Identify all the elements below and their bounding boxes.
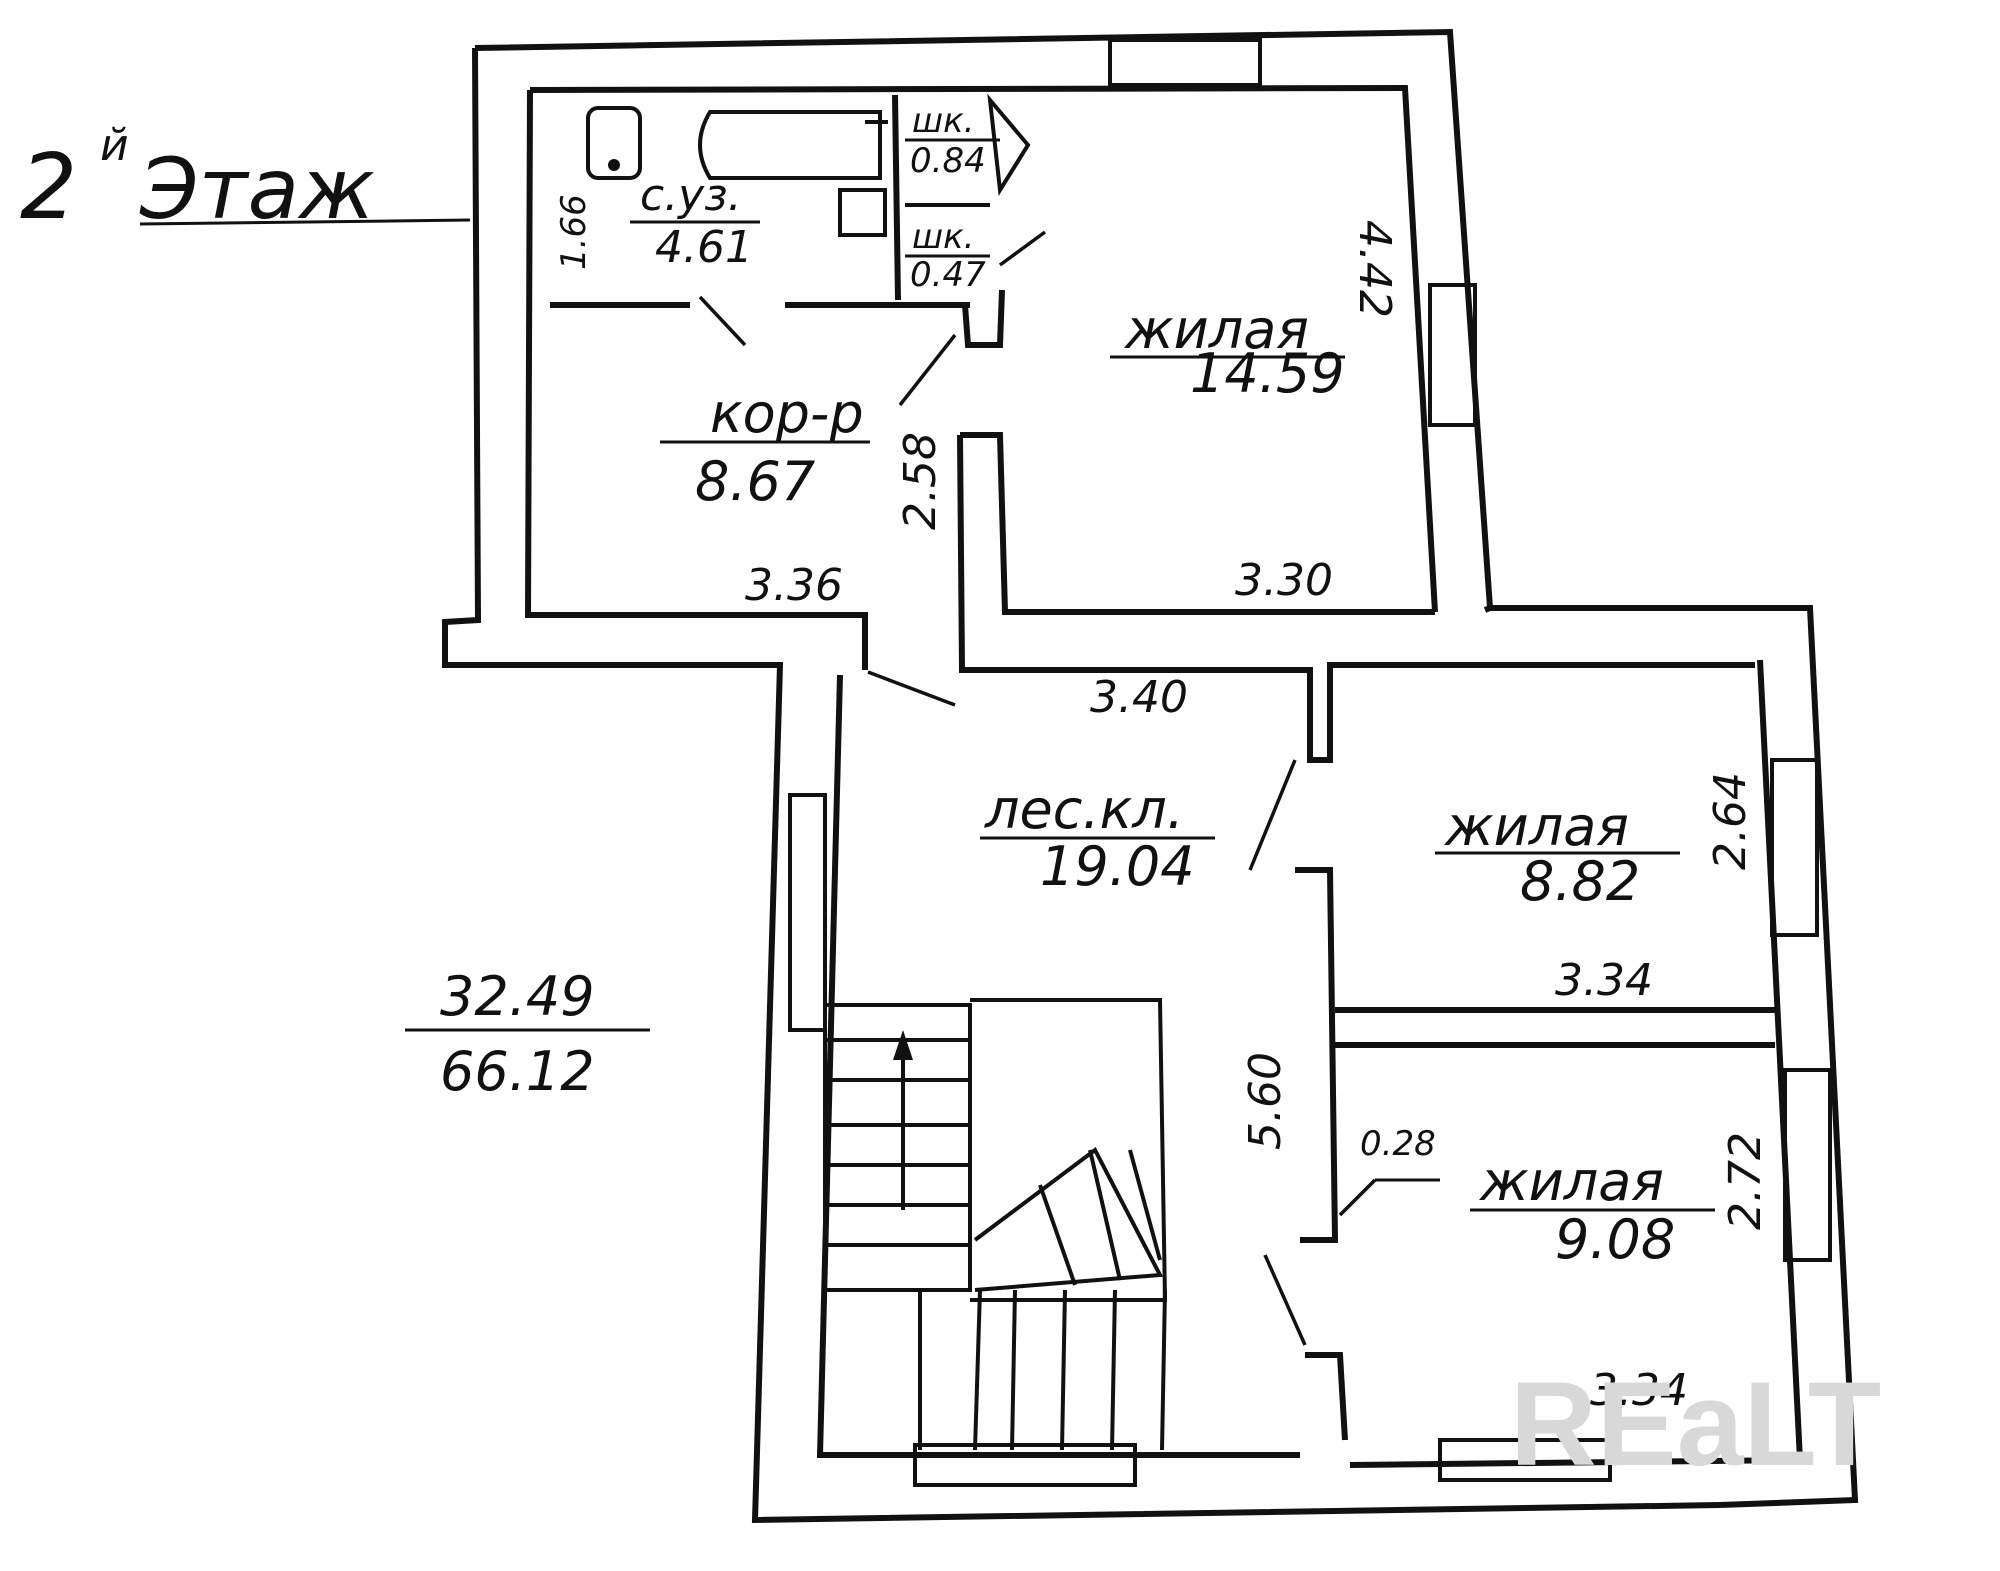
door-niche xyxy=(1338,1178,1377,1217)
living2-area: 8.82 xyxy=(1520,850,1640,913)
corridor-dim-v: 2.58 xyxy=(895,432,946,530)
window-top xyxy=(1108,38,1262,87)
living1-area: 14.59 xyxy=(1190,342,1345,405)
watermark-logo: REaLT xyxy=(1510,1357,1881,1491)
corridor-name: кор-р xyxy=(710,382,864,445)
bathroom-fixtures xyxy=(586,93,1031,237)
sink-icon xyxy=(838,188,887,237)
corridor-area: 8.67 xyxy=(695,450,815,513)
windows xyxy=(788,38,1832,1487)
living3-dim-v: 2.72 xyxy=(1720,1132,1771,1230)
doors xyxy=(698,230,1377,1346)
window-living1 xyxy=(1428,283,1477,427)
closet-door-icon xyxy=(987,93,1031,196)
outer-walls xyxy=(442,28,1859,1524)
living-area-total: 32.49 xyxy=(440,965,595,1028)
staircase xyxy=(823,998,1168,1451)
floor-number-suffix: й xyxy=(100,120,129,171)
closet1-name: шк. xyxy=(912,101,974,141)
window-bottom-stair xyxy=(913,1443,1137,1487)
window-living2 xyxy=(1770,758,1819,937)
floor-label-underline xyxy=(139,218,471,226)
bathroom-area: 4.61 xyxy=(655,222,753,273)
living3-area: 9.08 xyxy=(1555,1208,1675,1271)
area-totals: 32.49 66.12 xyxy=(405,965,650,1103)
window-bottom-right xyxy=(1438,1438,1612,1482)
stairwell-name: лес.кл. xyxy=(984,778,1184,841)
toilet-bowl xyxy=(608,159,620,171)
room-labels: с.уз. 4.61 1.66 шк. 0.84 шк. 0.47 кор-р … xyxy=(554,101,1771,1416)
interior-walls xyxy=(550,94,1775,1441)
window-stair xyxy=(788,793,827,1032)
living3-dim-h: 3.34 xyxy=(1590,1365,1688,1416)
floor-label: 2 й Этаж xyxy=(20,120,471,240)
stairwell-area: 19.04 xyxy=(1040,835,1195,898)
window-living3 xyxy=(1783,1068,1832,1262)
door-corridor xyxy=(898,333,957,407)
closet1-area: 0.84 xyxy=(910,141,986,181)
toilet-icon xyxy=(586,106,642,180)
door-closet xyxy=(998,230,1047,267)
bathtub-icon xyxy=(698,110,882,180)
living2-dim-v: 2.64 xyxy=(1705,772,1756,870)
closet2-area: 0.47 xyxy=(910,255,986,295)
door-entrance xyxy=(867,670,956,707)
living1-dim-h: 3.30 xyxy=(1235,555,1333,606)
total-area: 66.12 xyxy=(440,1040,595,1103)
living2-dim-h: 3.34 xyxy=(1555,955,1653,1006)
niche-area: 0.28 xyxy=(1360,1124,1436,1164)
floor-number: 2 xyxy=(20,135,77,240)
stair-arrow-head xyxy=(893,1030,913,1060)
living2-name: жилая xyxy=(1443,795,1629,858)
closet2-name: шк. xyxy=(912,217,974,257)
bathroom-name: с.уз. xyxy=(640,170,742,221)
door-living3 xyxy=(1263,1254,1307,1346)
bathroom-dim-v: 1.66 xyxy=(554,194,594,270)
stairwell-dim-v: 5.60 xyxy=(1240,1052,1291,1150)
living1-name: жилая xyxy=(1123,298,1309,361)
living3-name: жилая xyxy=(1478,1150,1664,1213)
living1-dim-v: 4.42 xyxy=(1349,220,1400,318)
corridor-dim-h: 3.36 xyxy=(745,560,843,611)
door-living2 xyxy=(1248,759,1297,871)
stairwell-dim-h: 3.40 xyxy=(1090,672,1188,723)
door-bathroom xyxy=(698,295,747,347)
